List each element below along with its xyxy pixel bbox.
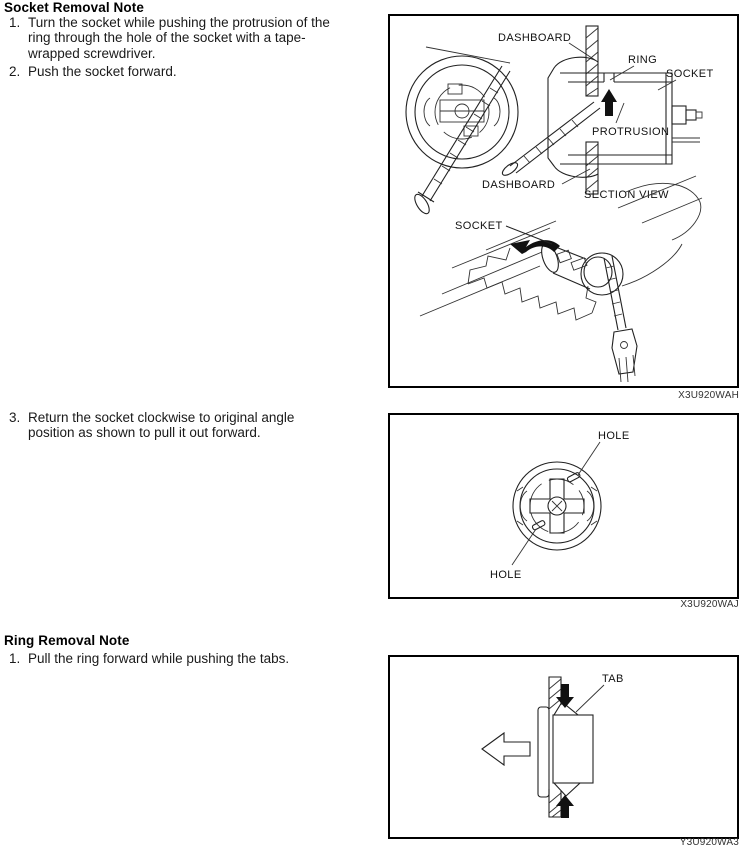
figure-frame-socket-removal: DASHBOARD (388, 14, 739, 388)
socket-front-view (405, 46, 519, 215)
figure2-diagram: HOLE HOLE (490, 430, 630, 581)
section-screwdriver (501, 101, 601, 176)
figure-code-3: Y3U920WA3 (679, 837, 739, 848)
rotate-arrow (510, 240, 560, 254)
pointer-line (657, 79, 677, 91)
label-hole-top: HOLE (598, 430, 630, 442)
tab-top (553, 701, 580, 716)
pointer-line (615, 102, 625, 124)
socket-hole-front-view (512, 461, 602, 551)
pointer-line (609, 65, 635, 81)
figure-code-1: X3U920WAH (678, 390, 739, 401)
pointer-line (568, 42, 596, 61)
label-tab: TAB (602, 673, 624, 685)
figure3-diagram: TAB (481, 673, 624, 818)
push-arrow-up (556, 795, 574, 818)
label-socket: SOCKET (666, 68, 714, 80)
torn-panel-edge (467, 277, 593, 321)
figure1-diagram: DASHBOARD (405, 25, 714, 383)
pointer-line (577, 441, 601, 476)
socket-removal-perspective: SOCKET (419, 175, 703, 383)
step-text: Pull the ring forward while pushing the … (28, 651, 290, 666)
label-hole-bottom: HOLE (490, 569, 522, 581)
label-ring: RING (628, 54, 657, 66)
step-item: 3. Return the socket clockwise to origin… (9, 410, 339, 441)
step-item: 1. Pull the ring forward while pushing t… (9, 651, 339, 666)
label-dashboard-top: DASHBOARD (498, 32, 571, 44)
step-number: 3. (9, 410, 21, 425)
socket-removal-step-3: 3. Return the socket clockwise to origin… (9, 410, 339, 444)
hole-slot-bottom (531, 520, 546, 531)
step-number: 2. (9, 64, 21, 80)
pointer-line (561, 168, 591, 185)
protrusion-arrow (601, 89, 617, 116)
socket-cylinder (541, 243, 624, 296)
figure-frame-ring-removal: TAB (388, 655, 739, 839)
figure-code-2: X3U920WAJ (680, 599, 739, 610)
step-text: Turn the socket while pushing the protru… (28, 15, 330, 61)
socket-rect (552, 714, 594, 784)
label-section-view: SECTION VIEW (584, 189, 669, 201)
figure-frame-hole-view: HOLE HOLE (388, 413, 739, 599)
section-view: RING SOCKET PROTRUSION DASHBOARD SECTION… (482, 25, 714, 201)
pull-arrow-left (481, 731, 531, 767)
step-number: 1. (9, 651, 21, 666)
perspective-screwdriver (603, 255, 638, 383)
ring-removal-steps: 1. Pull the ring forward while pushing t… (9, 651, 339, 669)
pointer-line (511, 528, 537, 566)
socket-body (560, 72, 703, 165)
section-heading-socket-removal: Socket Removal Note (4, 0, 144, 15)
dashboard-hatch-bottom (585, 141, 599, 195)
socket-removal-steps-1-2: 1. Turn the socket while pushing the pro… (9, 15, 339, 83)
section-heading-ring-removal: Ring Removal Note (4, 633, 130, 648)
pointer-line (505, 225, 553, 245)
push-arrow-down (556, 684, 574, 708)
label-protrusion: PROTRUSION (592, 126, 669, 138)
ring-outline (547, 56, 599, 178)
ring-plate (537, 706, 550, 798)
step-number: 1. (9, 15, 21, 30)
step-item: 1. Turn the socket while pushing the pro… (9, 15, 339, 61)
tab-bottom (552, 782, 582, 797)
label-dashboard-bottom: DASHBOARD (482, 179, 555, 191)
hole-slot-top (566, 472, 581, 483)
dashboard-hatch-top (585, 25, 599, 97)
pointer-line (575, 684, 605, 713)
step-text: Push the socket forward. (28, 64, 177, 80)
label-socket-lower: SOCKET (455, 220, 503, 232)
screwdriver (414, 65, 511, 215)
step-text: Return the socket clockwise to original … (28, 410, 295, 441)
step-item: 2. Push the socket forward. (9, 64, 339, 79)
